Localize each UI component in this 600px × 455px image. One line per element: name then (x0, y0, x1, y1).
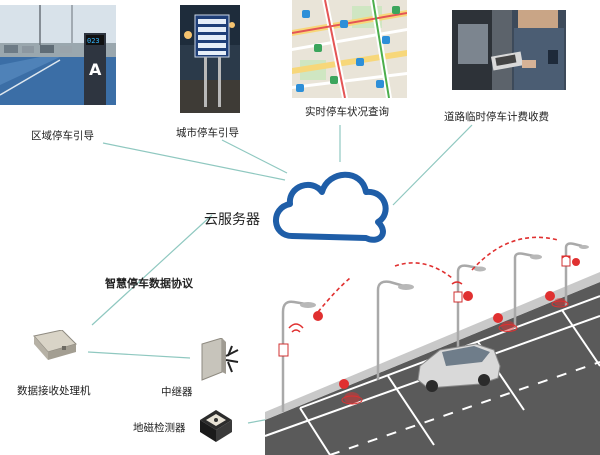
cloud-server-icon (273, 171, 389, 243)
caption-realtime-parking-query: 实时停车状况查询 (305, 106, 389, 118)
photo-area-parking-guidance: 023 A (0, 5, 116, 105)
signal-arc-3 (471, 236, 559, 271)
caption-city-parking-guidance: 城市停车引导 (176, 127, 239, 139)
repeater-device (196, 338, 240, 384)
signal-arc-2 (394, 262, 453, 279)
connector-repeater-processor (87, 351, 191, 359)
photo-realtime-parking-query (292, 0, 407, 98)
caption-area-parking-guidance: 区域停车引导 (31, 130, 94, 142)
cloud-server-label: 云服务器 (204, 212, 260, 228)
photo-road-parking-billing (452, 10, 566, 90)
connector-road-billing (392, 124, 473, 206)
data-processor-device (28, 330, 78, 362)
photo-city-parking-guidance (180, 5, 240, 113)
connector-city-guidance (221, 139, 288, 174)
connector-area-guidance (102, 142, 286, 181)
geomagnetic-detector-label: 地磁检测器 (133, 422, 186, 434)
sign-counter-text: 023 (87, 37, 100, 45)
geomagnetic-detector-device (198, 408, 234, 444)
car (417, 343, 501, 392)
protocol-label: 智慧停车数据协议 (105, 277, 193, 290)
data-processor-label: 数据接收处理机 (17, 385, 91, 397)
caption-road-parking-billing: 道路临时停车计费收费 (444, 111, 549, 123)
connector-cloud-processor (91, 214, 213, 326)
signal-arc-1 (317, 277, 351, 313)
sign-zone-letter: A (89, 60, 102, 79)
repeater-label: 中继器 (161, 386, 193, 398)
